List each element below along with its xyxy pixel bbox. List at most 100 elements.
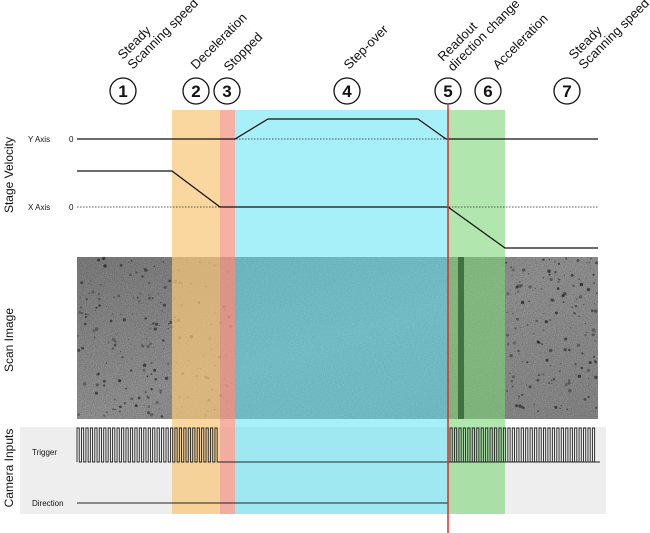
scan-speckle	[114, 340, 117, 343]
scan-speckle	[594, 309, 598, 313]
scan-speckle	[528, 285, 532, 289]
scan-speckle	[541, 343, 544, 346]
scan-speckle	[586, 287, 591, 292]
scan-speckle	[148, 282, 151, 285]
scan-speckle	[511, 385, 514, 388]
scan-speckle	[588, 261, 591, 264]
scan-speckle	[103, 384, 106, 387]
scan-speckle	[162, 303, 167, 307]
phase-number-4: 4	[342, 82, 352, 101]
step-over-band	[235, 110, 448, 514]
scan-speckle	[146, 395, 149, 398]
scan-speckle	[520, 300, 525, 305]
scan-speckle	[141, 344, 144, 348]
stopped-band	[220, 110, 235, 514]
scan-speckle	[145, 345, 147, 347]
scan-speckle	[113, 296, 116, 299]
phase-circle-4: 4	[333, 77, 361, 105]
scan-speckle	[518, 281, 521, 283]
scan-speckle	[106, 306, 108, 308]
scan-speckle	[111, 347, 115, 350]
scan-speckle	[153, 368, 157, 372]
scan-speckle	[113, 398, 116, 401]
scan-speckle	[588, 361, 592, 365]
scan-speckle	[583, 303, 585, 305]
scan-speckle	[77, 413, 80, 416]
phase-number-3: 3	[222, 82, 231, 101]
scan-speckle	[146, 375, 149, 378]
scan-speckle	[515, 285, 519, 289]
scan-speckle	[151, 323, 153, 325]
phase-number-2: 2	[191, 82, 200, 101]
scan-speckle	[125, 387, 128, 390]
scan-speckle	[144, 268, 148, 272]
scan-speckle	[570, 273, 574, 277]
scan-speckle	[512, 312, 514, 315]
scan-speckle	[159, 389, 163, 393]
scan-speckle	[584, 322, 586, 325]
scan-speckle	[518, 353, 520, 355]
scan-speckle	[583, 386, 585, 388]
scan-speckle	[548, 382, 550, 384]
phase-circle-2: 2	[182, 77, 210, 105]
scan-speckle	[93, 336, 96, 339]
scan-speckle	[585, 331, 588, 334]
scan-speckle	[525, 384, 528, 386]
scan-speckle	[550, 298, 554, 302]
scan-speckle	[153, 265, 155, 268]
scan-speckle	[505, 288, 507, 290]
scan-speckle	[506, 390, 508, 392]
scan-speckle	[141, 343, 143, 346]
scan-speckle	[88, 283, 90, 285]
scan-speckle	[106, 411, 108, 413]
scan-speckle	[517, 283, 519, 285]
scan-speckle	[129, 273, 132, 277]
scan-speckle	[157, 293, 159, 295]
scan-speckle	[148, 296, 152, 300]
scan-speckle	[144, 391, 147, 394]
scan-speckle	[159, 301, 162, 304]
scan-speckle	[121, 355, 124, 359]
scan-speckle	[558, 278, 561, 281]
scan-speckle	[152, 322, 155, 325]
scan-speckle	[593, 303, 596, 305]
scan-speckle	[568, 379, 571, 382]
scan-speckle	[82, 382, 87, 386]
phase-label-4: Step-over	[341, 21, 392, 72]
scan-speckle	[92, 329, 96, 333]
scan-speckle	[85, 298, 88, 301]
scan-speckle	[107, 341, 110, 344]
scan-speckle	[518, 404, 522, 408]
scan-speckle	[116, 333, 118, 335]
scan-speckle	[506, 342, 510, 346]
scan-speckle	[566, 408, 569, 411]
readout-dark-streak	[458, 257, 464, 419]
scan-speckle	[576, 297, 578, 300]
y-axis-zero-label: 0	[69, 135, 74, 144]
scan-speckle	[577, 375, 579, 377]
scan-speckle	[80, 311, 84, 315]
scan-speckle	[586, 368, 590, 372]
scan-speckle	[537, 410, 540, 413]
scan-speckle	[150, 361, 153, 365]
scan-speckle	[580, 366, 584, 370]
scan-speckle	[103, 414, 106, 417]
scan-speckle	[521, 361, 524, 363]
scan-speckle	[575, 299, 578, 301]
scan-speckle	[511, 274, 513, 277]
y-axis-label: Y Axis	[28, 135, 50, 144]
scan-speckle	[556, 287, 560, 290]
scan-speckle	[123, 401, 127, 405]
scan-speckle	[515, 317, 520, 321]
scan-speckle	[554, 311, 558, 315]
scan-speckle	[111, 313, 114, 315]
scan-speckle	[111, 337, 116, 342]
scan-speckle	[118, 410, 120, 412]
scan-speckle	[511, 268, 515, 272]
scan-speckle	[154, 322, 159, 326]
scan-speckle	[551, 382, 553, 385]
scan-speckle	[505, 261, 508, 264]
scan-speckle	[105, 362, 108, 364]
scan-speckle	[547, 269, 551, 273]
scan-speckle	[549, 319, 552, 322]
